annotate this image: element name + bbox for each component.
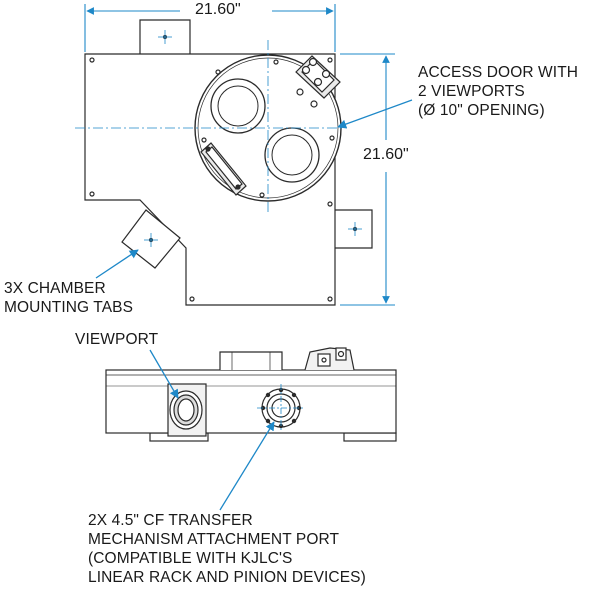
viewport-callout: VIEWPORT bbox=[75, 330, 158, 349]
callout-line: MECHANISM ATTACHMENT PORT bbox=[88, 531, 340, 548]
mounting-tabs-callout: 3X CHAMBER MOUNTING TABS bbox=[4, 279, 133, 317]
access-door-arrow bbox=[337, 99, 413, 129]
callout-arrows bbox=[95, 99, 413, 511]
transfer-port-arrow bbox=[219, 421, 275, 511]
front-viewport bbox=[167, 383, 207, 437]
callout-line: 3X CHAMBER bbox=[4, 280, 106, 297]
callout-line: ACCESS DOOR WITH bbox=[418, 64, 579, 81]
access-door-callout: ACCESS DOOR WITH 2 VIEWPORTS (Ø 10" OPEN… bbox=[418, 63, 578, 120]
callout-line: VIEWPORT bbox=[75, 331, 159, 348]
door-hinge bbox=[295, 55, 341, 108]
top-view bbox=[75, 19, 373, 306]
height-dimension-label: 21.60" bbox=[360, 146, 412, 164]
front-view bbox=[105, 347, 397, 442]
chamber-body bbox=[105, 369, 397, 434]
viewport-arrow bbox=[149, 349, 179, 399]
callout-line: 2X 4.5" CF TRANSFER bbox=[88, 512, 253, 529]
callout-line: LINEAR RACK AND PINION DEVICES) bbox=[88, 569, 366, 586]
callout-line: (COMPATIBLE WITH KJLC'S bbox=[88, 550, 293, 567]
mounting-tabs-arrow bbox=[95, 249, 139, 279]
callout-line: 2 VIEWPORTS bbox=[418, 83, 525, 100]
height-dimension bbox=[340, 53, 395, 306]
width-dimension-label: 21.60" bbox=[192, 1, 244, 19]
door-handle bbox=[200, 142, 247, 196]
callout-line: MOUNTING TABS bbox=[4, 299, 134, 316]
transfer-port-callout: 2X 4.5" CF TRANSFER MECHANISM ATTACHMENT… bbox=[88, 511, 366, 587]
callout-line: (Ø 10" OPENING) bbox=[418, 102, 545, 119]
cf-transfer-port bbox=[257, 384, 305, 432]
door-viewport-1 bbox=[210, 78, 266, 134]
width-dimension bbox=[84, 4, 336, 52]
